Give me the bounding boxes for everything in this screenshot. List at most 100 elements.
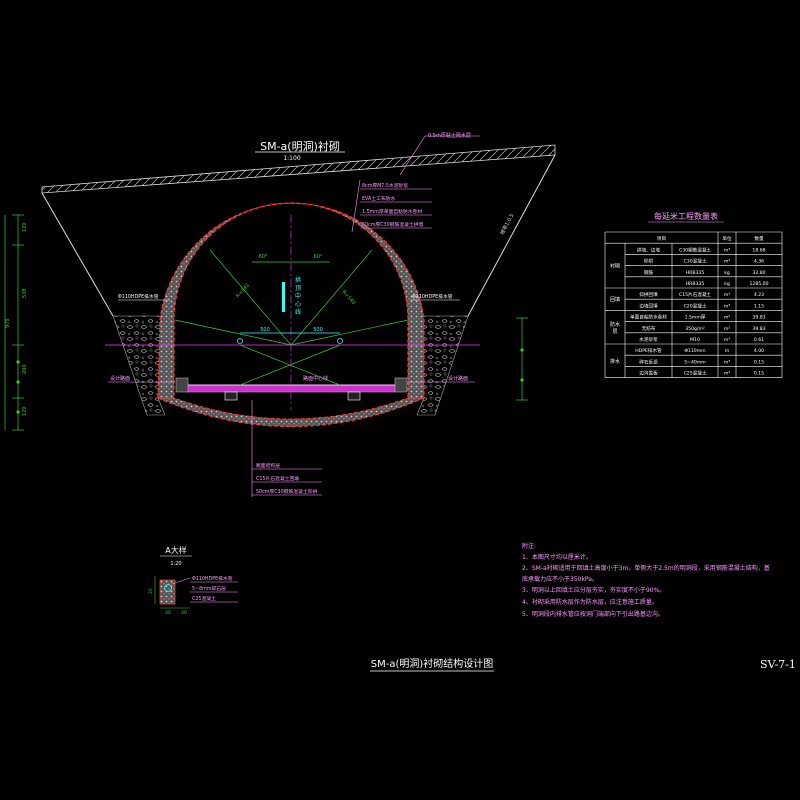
table-cell-qty: 1.15 xyxy=(754,303,764,309)
table-cell-spec: C30混凝土 xyxy=(684,258,707,265)
table-group-label: 衬砌 xyxy=(610,263,620,270)
svg-text:978: 978 xyxy=(5,318,11,328)
table-cell-spec: C30钢筋混凝土 xyxy=(679,246,711,253)
right-spring-marker xyxy=(337,338,343,344)
notes-heading: 附注: xyxy=(522,542,536,550)
right-level-markers xyxy=(520,348,524,382)
table-group-label: 排水 xyxy=(610,358,620,365)
table-cell-qty: 4.23 xyxy=(754,292,764,298)
table-cell-item: 单面自粘防水卷材 xyxy=(630,314,667,321)
right-drain-ditch xyxy=(347,391,361,401)
table-cell-spec: 350g/m² xyxy=(685,326,705,332)
table-cell-qty: 1285.00 xyxy=(750,281,769,287)
table-cell-qty: 39.83 xyxy=(752,326,765,332)
table-cell-unit: m³ xyxy=(724,292,730,298)
detail-dim-c: 40 xyxy=(181,610,187,616)
layer-callout-leader xyxy=(351,179,361,233)
table-header-item: 项目 xyxy=(657,236,666,242)
svg-text:心: 心 xyxy=(295,301,301,308)
table-cell-unit: m³ xyxy=(724,359,730,365)
note-4: 4、衬砌采用防水层作为防水层，应注意施工质量。 xyxy=(522,598,658,606)
table-cell-unit: m³ xyxy=(724,337,730,343)
angle-right-label: 60° xyxy=(314,254,323,260)
table-cell-spec: C20混凝土 xyxy=(684,302,707,309)
table-cell-spec: M10 xyxy=(690,337,700,343)
left-dimension-chain xyxy=(4,214,24,431)
road-center-label: 路面中心线 xyxy=(303,375,328,382)
table-cell-unit: kg xyxy=(724,270,730,276)
left-slope-line xyxy=(41,192,114,317)
right-slope-line xyxy=(467,154,556,317)
left-dimension-labels: 120 538 200 120 978 xyxy=(5,222,28,416)
bottom-callouts: 路面结构层 C15片石混凝土回填 50cm厚C30钢筋混凝土仰拱 xyxy=(252,462,322,496)
svg-text:顶: 顶 xyxy=(295,285,301,292)
table-cell-spec: HRB335 xyxy=(686,270,705,276)
table-cell-item: HDPE排水管 xyxy=(635,347,662,354)
table-cell-qty: 0.15 xyxy=(754,359,764,365)
svg-text:1.5mm厚单面自粘防水卷材: 1.5mm厚单面自粘防水卷材 xyxy=(362,208,422,215)
table-cell-spec: 1.5mm厚 xyxy=(685,315,706,321)
table-cell-qty: 4.36 xyxy=(754,259,764,265)
table-cell-qty: 0.15 xyxy=(754,371,764,377)
detail-leader xyxy=(171,577,191,585)
table-cell-item: 水泥砂浆 xyxy=(639,336,658,343)
vertical-centerline-text: 拱 顶 中 心 线 xyxy=(295,276,301,316)
table-cell-unit: m xyxy=(725,349,730,354)
top-layer-leader xyxy=(399,135,426,176)
note-2: 2、SM-a衬砌适用于回填土高度小于3m，单侧大于2.5m的明洞段，采用钢筋混凝… xyxy=(522,564,770,572)
left-level-markers xyxy=(16,360,20,414)
right-ground-label: 设计路面 xyxy=(448,375,468,382)
table-cell-qty: 32.80 xyxy=(752,270,765,276)
svg-text:50cm厚C30钢筋混凝土仰拱: 50cm厚C30钢筋混凝土仰拱 xyxy=(256,488,317,495)
left-drain-label: Φ110HDPE排水管 xyxy=(118,293,159,300)
table-header-unit: 单位 xyxy=(722,235,732,242)
drawing-title: SM-a(明洞)衬砌结构设计图 xyxy=(371,657,494,670)
table-cell-item: 仰拱 xyxy=(644,258,654,265)
detail-scale: 1:20 xyxy=(170,561,181,567)
svg-text:EVA土工布防水: EVA土工布防水 xyxy=(362,195,395,202)
svg-text:120: 120 xyxy=(22,406,28,416)
detail-a: A大样 1:20 20 40 40 Φ110HDPE排水管 5~8mm碎石层 C… xyxy=(148,545,238,616)
radius-right-label: R=540 xyxy=(341,289,357,306)
section-scale: 1:100 xyxy=(283,155,300,162)
layer-callouts: 8cm厚M7.5水泥砂浆 EVA土工布防水 1.5mm厚单面自粘防水卷材 60c… xyxy=(360,182,432,229)
radius-lines xyxy=(174,249,409,386)
table-group-label: 层 xyxy=(612,329,617,335)
detail-dim-a: 20 xyxy=(148,588,154,594)
note-1: 1、本图尺寸均以厘米计。 xyxy=(522,553,592,561)
table-cell-qty: 0.61 xyxy=(754,337,764,343)
lining-ring xyxy=(157,202,425,399)
detail-dim-b: 40 xyxy=(165,610,171,616)
svg-text:538: 538 xyxy=(22,288,28,298)
detail-labels: Φ110HDPE排水管 5~8mm碎石层 C25混凝土 xyxy=(190,575,238,603)
notes-block: 附注: 1、本图尺寸均以厘米计。 2、SM-a衬砌适用于回填土高度小于3m，单侧… xyxy=(522,542,770,618)
svg-text:120: 120 xyxy=(22,222,28,232)
table-group-label: 回填 xyxy=(610,296,620,303)
svg-text:C25混凝土: C25混凝土 xyxy=(192,595,216,602)
table-cell-qty: 39.83 xyxy=(752,315,765,321)
right-drain-label: Φ110HDPE排水管 xyxy=(412,293,453,300)
table-cell-unit: m² xyxy=(724,316,730,321)
table-cell-unit: m³ xyxy=(724,303,730,309)
half-width-right-label: 500 xyxy=(313,327,323,333)
svg-text:8cm厚M7.5水泥砂浆: 8cm厚M7.5水泥砂浆 xyxy=(362,182,408,189)
detail-title: A大样 xyxy=(165,545,186,555)
table-title: 每延米工程数量表 xyxy=(654,211,718,221)
detail-drain-pipe-icon xyxy=(164,584,172,592)
table-cell-spec: C25混凝土 xyxy=(684,370,707,377)
table-header-qty: 数量 xyxy=(754,235,764,242)
note-2-cont: 底承载力应不小于350kPa。 xyxy=(522,575,598,583)
svg-text:Φ110HDPE排水管: Φ110HDPE排水管 xyxy=(192,575,233,582)
table-cell-spec: Φ110mm xyxy=(684,348,706,354)
section-title: SM-a(明洞)衬砌 xyxy=(260,140,340,153)
svg-text:路面结构层: 路面结构层 xyxy=(256,462,280,469)
svg-text:中: 中 xyxy=(295,292,301,300)
table-cell-item: 仰拱回填 xyxy=(639,291,658,298)
table-cell-unit: m² xyxy=(724,327,730,332)
table-cell-item: 边沟盖板 xyxy=(639,370,658,377)
angle-left-label: 60° xyxy=(259,254,268,260)
table-cell-unit: kg xyxy=(724,281,730,287)
table-cell-item: 边墙回填 xyxy=(639,302,658,309)
